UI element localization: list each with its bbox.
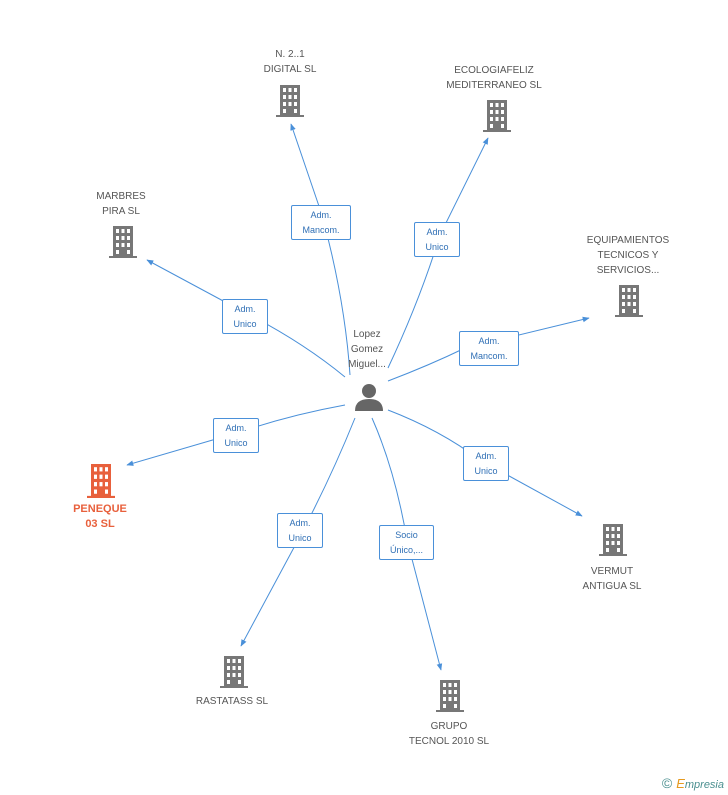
company-name-vermut[interactable]: VERMUT ANTIGUA SL — [582, 566, 642, 592]
company-name-ecologiafeliz[interactable]: ECOLOGIAFELIZ MEDITERRANEO SL — [446, 65, 542, 91]
edge-label-rastatass[interactable]: Adm. Unico — [277, 513, 323, 548]
company-name-rastatass[interactable]: RASTATASS SL — [195, 696, 269, 707]
building-icon-marbres[interactable] — [109, 226, 137, 258]
building-icon-vermut[interactable] — [599, 524, 627, 556]
company-name-equipamientos[interactable]: EQUIPAMIENTOS TECNICOS Y SERVICIOS... — [586, 235, 670, 276]
company-name-n21[interactable]: N. 2..1 DIGITAL SL — [263, 49, 317, 75]
brand-logo-text: mpresia — [684, 779, 724, 791]
building-icon-n21[interactable] — [276, 85, 304, 117]
copyright-symbol: © — [661, 775, 673, 791]
center-person-name[interactable]: Lopez Gomez Miguel... — [348, 329, 386, 370]
company-name-grupo[interactable]: GRUPO TECNOL 2010 SL — [408, 721, 490, 747]
edge-label-vermut[interactable]: Adm. Unico — [463, 446, 509, 481]
edge-label-equipamientos[interactable]: Adm. Mancom. — [459, 331, 519, 366]
edge-label-grupo[interactable]: Socio Único,... — [379, 525, 434, 560]
person-icon[interactable] — [355, 384, 383, 411]
brand-footer: ©Empresia — [662, 775, 724, 791]
brand-logo-e: E — [676, 776, 685, 791]
building-icon-ecologiafeliz[interactable] — [483, 100, 511, 132]
building-icon-peneque[interactable] — [87, 464, 115, 498]
edge-label-peneque[interactable]: Adm. Unico — [213, 418, 259, 453]
company-name-marbres[interactable]: MARBRES PIRA SL — [96, 191, 146, 217]
edge-label-marbres[interactable]: Adm. Unico — [222, 299, 268, 334]
building-icon-equipamientos[interactable] — [615, 285, 643, 317]
building-icon-grupo[interactable] — [436, 680, 464, 712]
edge-label-n21[interactable]: Adm. Mancom. — [291, 205, 351, 240]
company-name-peneque[interactable]: PENEQUE 03 SL — [73, 503, 127, 530]
building-icon-rastatass[interactable] — [220, 656, 248, 688]
edge-label-ecologiafeliz[interactable]: Adm. Unico — [414, 222, 460, 257]
